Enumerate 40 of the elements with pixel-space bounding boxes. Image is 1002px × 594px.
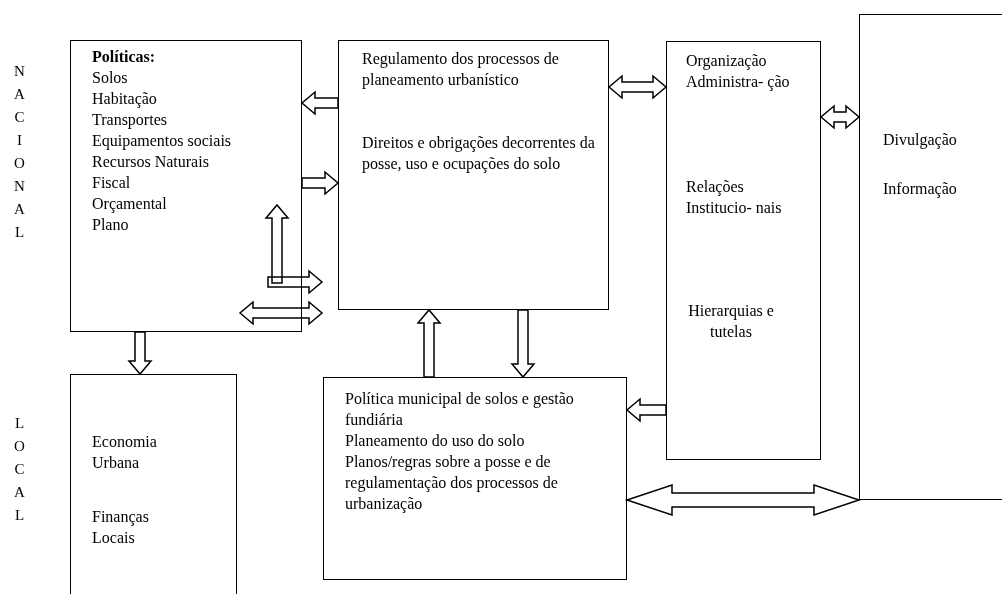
box-text: Transportes — [92, 110, 168, 130]
box-text: Recursos Naturais — [92, 152, 210, 172]
block-arrow — [238, 300, 324, 326]
block-arrow — [300, 90, 339, 116]
box-text: Planos/regras sobre a posse e de regulamentação dos processos de urbanização — [345, 452, 559, 514]
box-text: Orçamental — [92, 194, 168, 214]
block-arrow — [819, 104, 861, 130]
text-box — [70, 40, 302, 332]
box-text: Plano — [92, 215, 130, 235]
block-arrow — [301, 170, 340, 196]
box-text: Divulgação — [883, 130, 958, 150]
box-text: Planeamento do uso do solo — [345, 431, 526, 451]
heading: Políticas: — [92, 47, 157, 67]
box-text: Organização Administra- ção — [686, 51, 791, 92]
text-box — [70, 374, 237, 594]
box-text: Política municipal de solos e gestão fundiária — [345, 389, 575, 430]
box-text: Hierarquias e tutelas — [687, 301, 775, 342]
box-text: Finanças Locais — [92, 507, 150, 548]
box-text: Economia Urbana — [92, 432, 158, 473]
side-label: NACIONAL — [14, 62, 25, 242]
block-arrow — [416, 308, 442, 378]
box-text: Habitação — [92, 89, 158, 109]
text-box — [338, 40, 609, 310]
text-box — [323, 377, 627, 580]
text-box — [666, 41, 821, 460]
box-text: Informação — [883, 179, 958, 199]
text-box — [859, 14, 1002, 500]
box-text: Relações Institucio- nais — [686, 177, 783, 218]
block-arrow — [264, 203, 324, 295]
block-arrow — [510, 309, 536, 379]
box-text: Direitos e obrigações decorrentes da posse, uso e ocupações do solo — [362, 133, 596, 174]
side-label: LOCAL — [14, 414, 25, 525]
box-text: Regulamento dos processos de planeamento urbanístico — [362, 49, 560, 90]
block-arrow — [625, 397, 667, 423]
block-arrow — [127, 331, 153, 376]
block-arrow — [607, 74, 668, 100]
box-text: Fiscal — [92, 173, 132, 193]
box-text: Equipamentos sociais — [92, 131, 233, 151]
box-text: Solos — [92, 68, 129, 88]
block-arrow — [624, 483, 862, 517]
